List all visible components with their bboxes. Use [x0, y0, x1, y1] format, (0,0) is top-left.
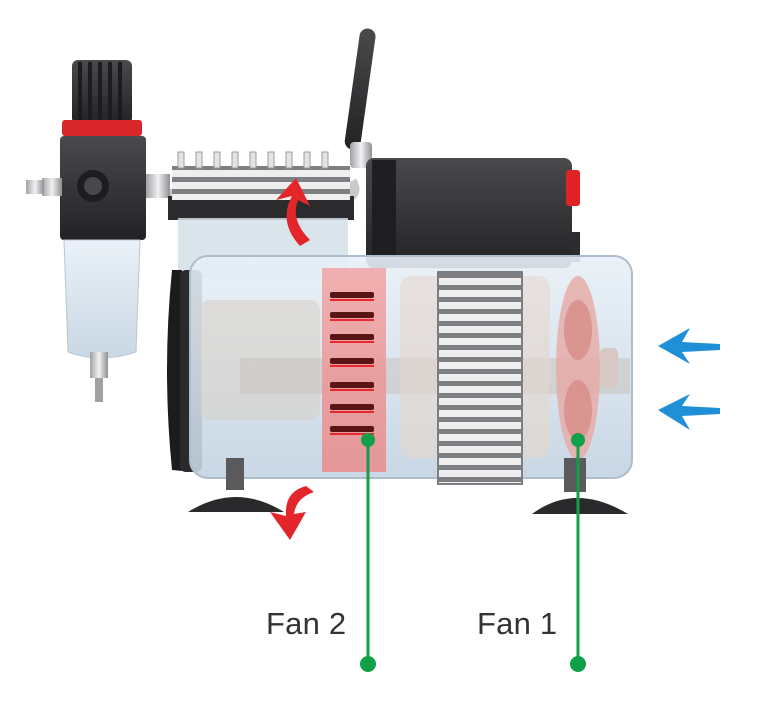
- switch-box: [366, 158, 580, 268]
- fan-2-blades: [322, 268, 386, 472]
- rubber-feet: [188, 458, 628, 514]
- blue-arrow-left-icon: [658, 394, 720, 430]
- fan-1-callout: [570, 433, 586, 672]
- curved-red-arrow-icon: [270, 486, 314, 540]
- fan-1-label: Fan 1: [477, 606, 558, 641]
- motor-coil: [437, 271, 523, 485]
- curved-red-arrow-icon: [276, 178, 310, 246]
- filter-regulator: [26, 60, 170, 402]
- fan-1-blades: [556, 276, 618, 460]
- blue-arrow-left-icon: [658, 328, 720, 364]
- fan-2-label: Fan 2: [266, 606, 347, 641]
- fan-2-callout: [360, 433, 376, 672]
